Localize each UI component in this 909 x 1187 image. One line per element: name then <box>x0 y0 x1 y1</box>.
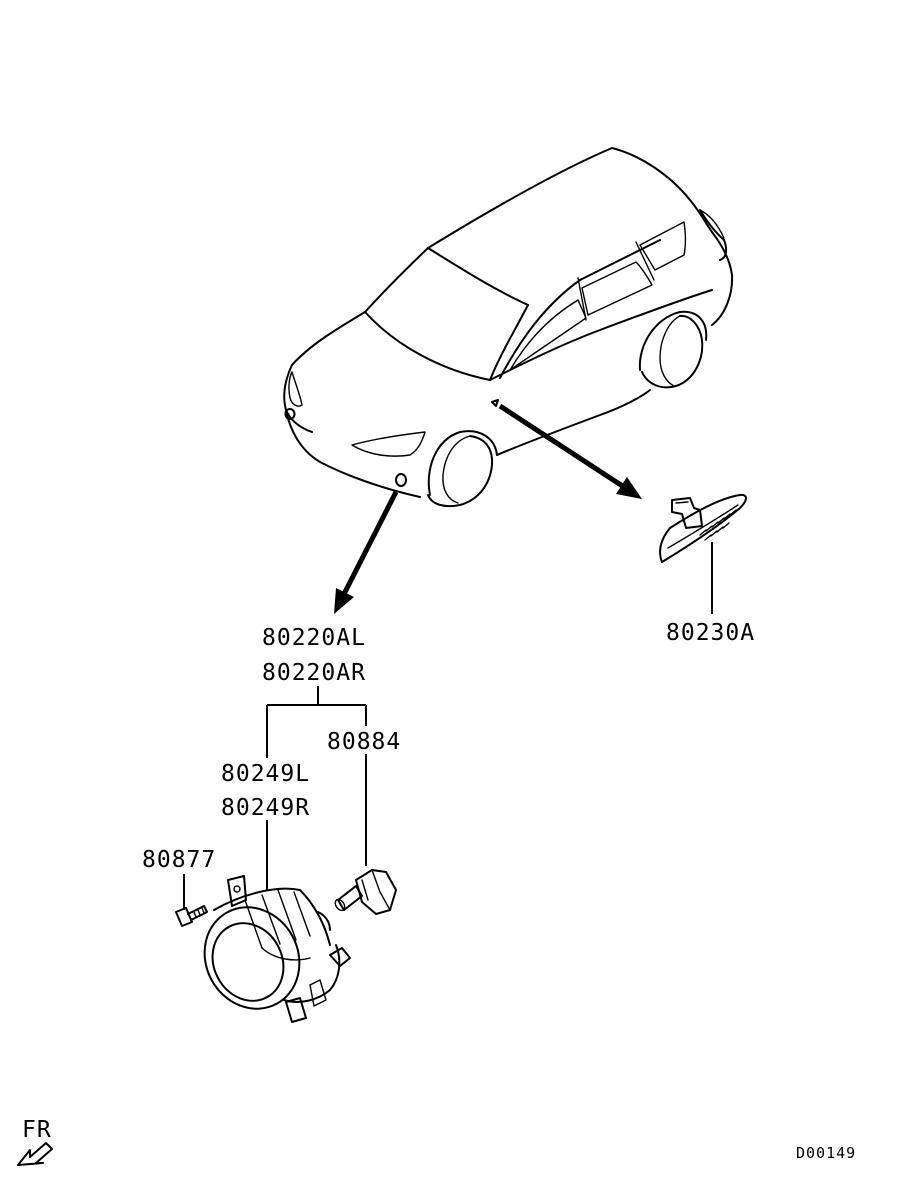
vehicle-illustration <box>283 147 734 508</box>
side-turn-lamp-illustration <box>659 493 747 614</box>
callout-fog-lamp-assy-right: 80220AR <box>262 660 366 686</box>
callout-bulb: 80884 <box>327 729 401 755</box>
front-orientation-indicator: FR <box>17 1117 53 1166</box>
callout-bracket <box>266 686 367 890</box>
callout-screw: 80877 <box>142 847 216 873</box>
callout-fog-lamp-unit-left: 80249L <box>221 761 310 787</box>
front-label: FR <box>22 1117 52 1143</box>
bulb-illustration <box>334 754 397 915</box>
front-arrow-icon <box>17 1142 53 1166</box>
screw-illustration <box>175 874 208 927</box>
fog-lamp-illustration <box>203 875 351 1023</box>
side-lamp-location-arrow <box>498 403 642 499</box>
callout-side-turn-lamp: 80230A <box>666 620 755 646</box>
fog-lamp-location-arrow <box>334 490 399 614</box>
drawing-code: D00149 <box>796 1144 856 1162</box>
callout-fog-lamp-assy-left: 80220AL <box>262 625 366 651</box>
callout-fog-lamp-unit-right: 80249R <box>221 795 310 821</box>
